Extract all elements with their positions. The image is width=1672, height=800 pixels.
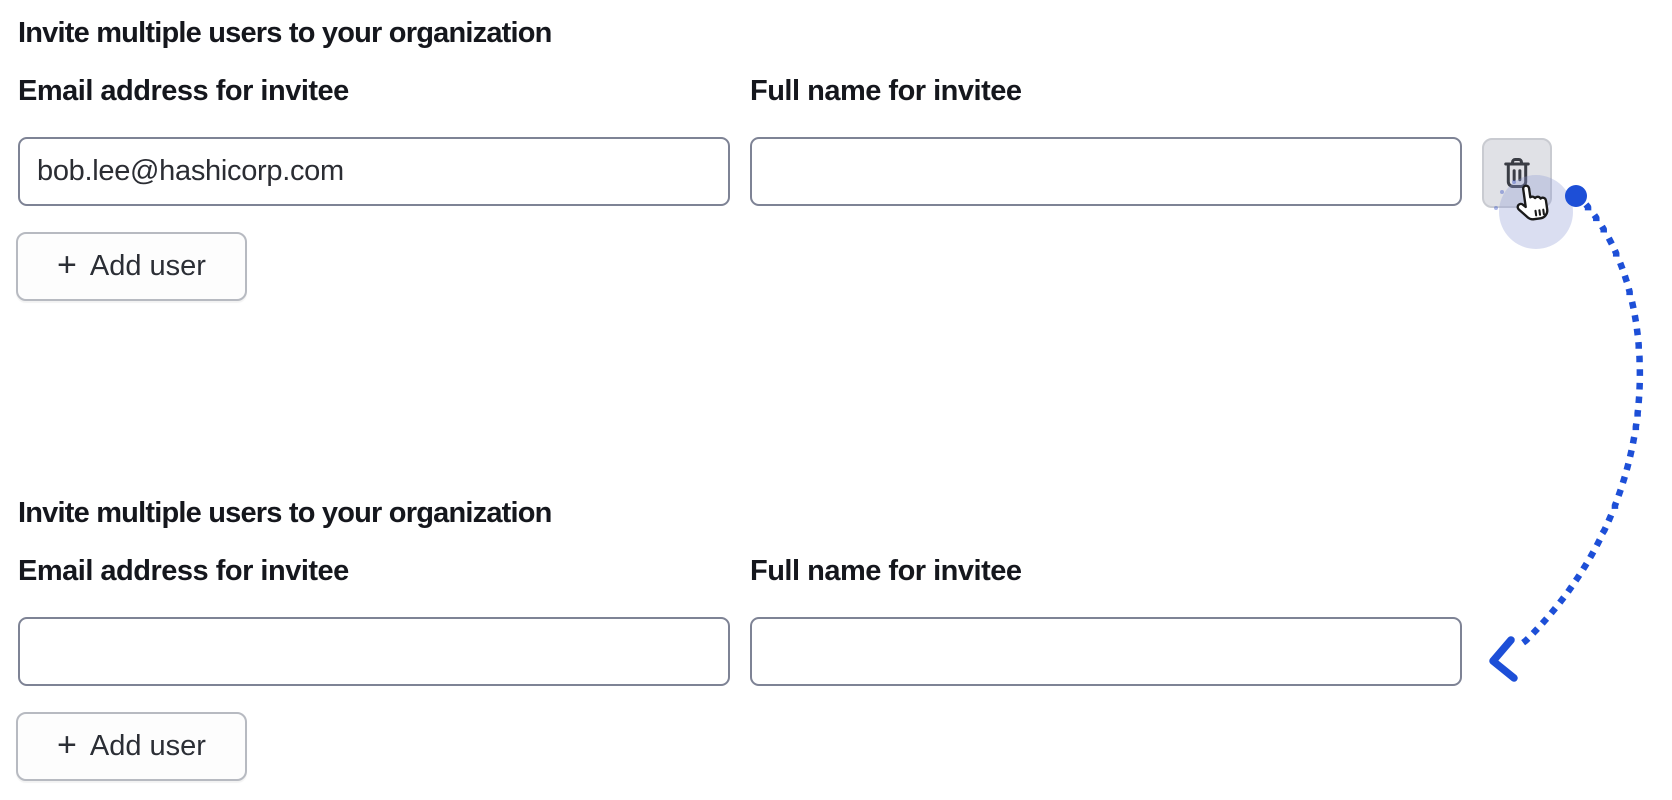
add-user-label: Add user: [89, 730, 206, 762]
plus-icon: +: [57, 726, 77, 764]
fullname-label: Full name for invitee: [750, 75, 1022, 107]
add-user-button[interactable]: + Add user: [16, 712, 247, 781]
invite-section-1: Invite multiple users to your organizati…: [0, 0, 1672, 320]
plus-icon: +: [57, 246, 77, 284]
add-user-button[interactable]: + Add user: [16, 232, 247, 301]
add-user-label: Add user: [89, 250, 206, 282]
section-heading: Invite multiple users to your organizati…: [18, 497, 552, 529]
fullname-input[interactable]: [750, 617, 1462, 686]
email-label: Email address for invitee: [18, 75, 349, 107]
invite-section-2: Invite multiple users to your organizati…: [0, 480, 1672, 800]
email-input[interactable]: [18, 137, 730, 206]
section-heading: Invite multiple users to your organizati…: [18, 17, 552, 49]
delete-row-button[interactable]: [1482, 138, 1552, 208]
fullname-input[interactable]: [750, 137, 1462, 206]
email-label: Email address for invitee: [18, 555, 349, 587]
email-input[interactable]: [18, 617, 730, 686]
trash-icon: [1504, 158, 1530, 188]
fullname-label: Full name for invitee: [750, 555, 1022, 587]
